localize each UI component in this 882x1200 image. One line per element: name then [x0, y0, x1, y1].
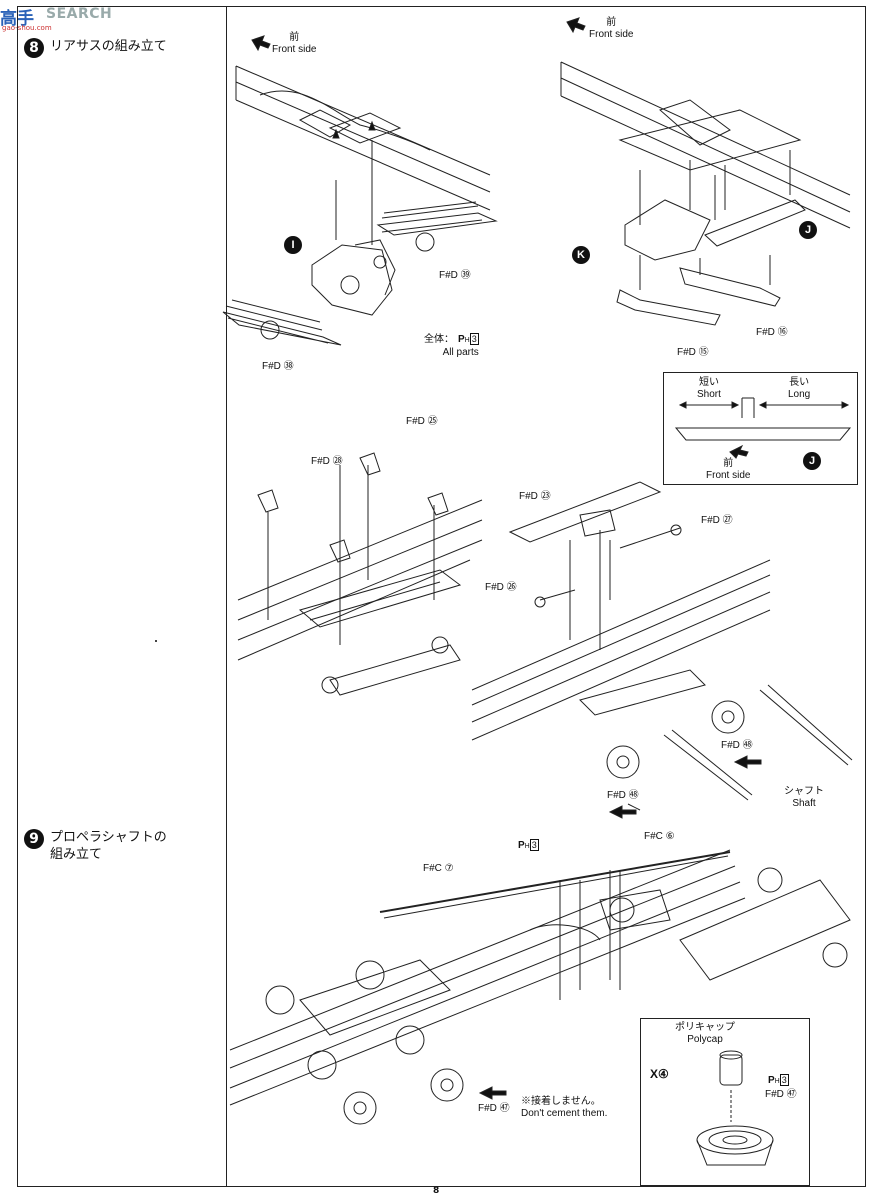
page-number: 8 — [433, 1186, 440, 1196]
column-divider — [226, 6, 227, 1187]
part-label-fd38: F#D ㊳ — [262, 361, 294, 372]
part-label-fd27: F#D ㉗ — [701, 515, 733, 526]
logo-url: gao-shou.com — [2, 24, 52, 32]
part-label-fc6: F#C ⑥ — [644, 831, 675, 842]
step-number: 9 — [24, 829, 44, 849]
step-9-header: 9 プロペラシャフトの 組み立て — [24, 829, 167, 863]
part-label-fd28: F#D ㉘ — [311, 456, 343, 467]
step-title: リアサスの組み立て — [50, 39, 167, 54]
page-frame — [17, 6, 866, 1187]
part-badge-k: K — [572, 246, 590, 264]
step-8-header: 8 リアサスの組み立て — [24, 38, 167, 58]
step-number: 8 — [24, 38, 44, 58]
part-label-fd39: F#D ㊴ — [439, 270, 471, 281]
part-label-fd48-right: F#D ㊽ — [721, 740, 753, 751]
part-label-fd47-inset: F#D ㊼ — [765, 1089, 797, 1100]
step-title: プロペラシャフトの 組み立て — [50, 830, 167, 862]
part-label-fd23: F#D ㉓ — [519, 491, 551, 502]
polycap-inset — [640, 1018, 810, 1186]
dont-cement-note: ※接着しません。Don't cement them. — [521, 1096, 608, 1119]
part-label-fd16: F#D ⑯ — [756, 327, 788, 338]
quantity-x4: X④ — [650, 1067, 669, 1081]
shaft-orientation-inset — [663, 372, 858, 485]
part-badge-j-inset: J — [803, 452, 821, 470]
margin-dot — [155, 640, 157, 642]
part-label-fd47: F#D ㊼ — [478, 1103, 510, 1114]
part-badge-j: J — [799, 221, 817, 239]
part-label-fd15: F#D ⑮ — [677, 347, 709, 358]
part-label-fc7: F#C ⑦ — [423, 863, 454, 874]
part-label-fd48-left: F#D ㊽ — [607, 790, 639, 801]
part-label-fd25: F#D ㉕ — [406, 416, 438, 427]
logo-word: SEARCH — [46, 6, 113, 22]
part-badge-i: I — [284, 236, 302, 254]
part-label-fd26: F#D ㉖ — [485, 582, 517, 593]
